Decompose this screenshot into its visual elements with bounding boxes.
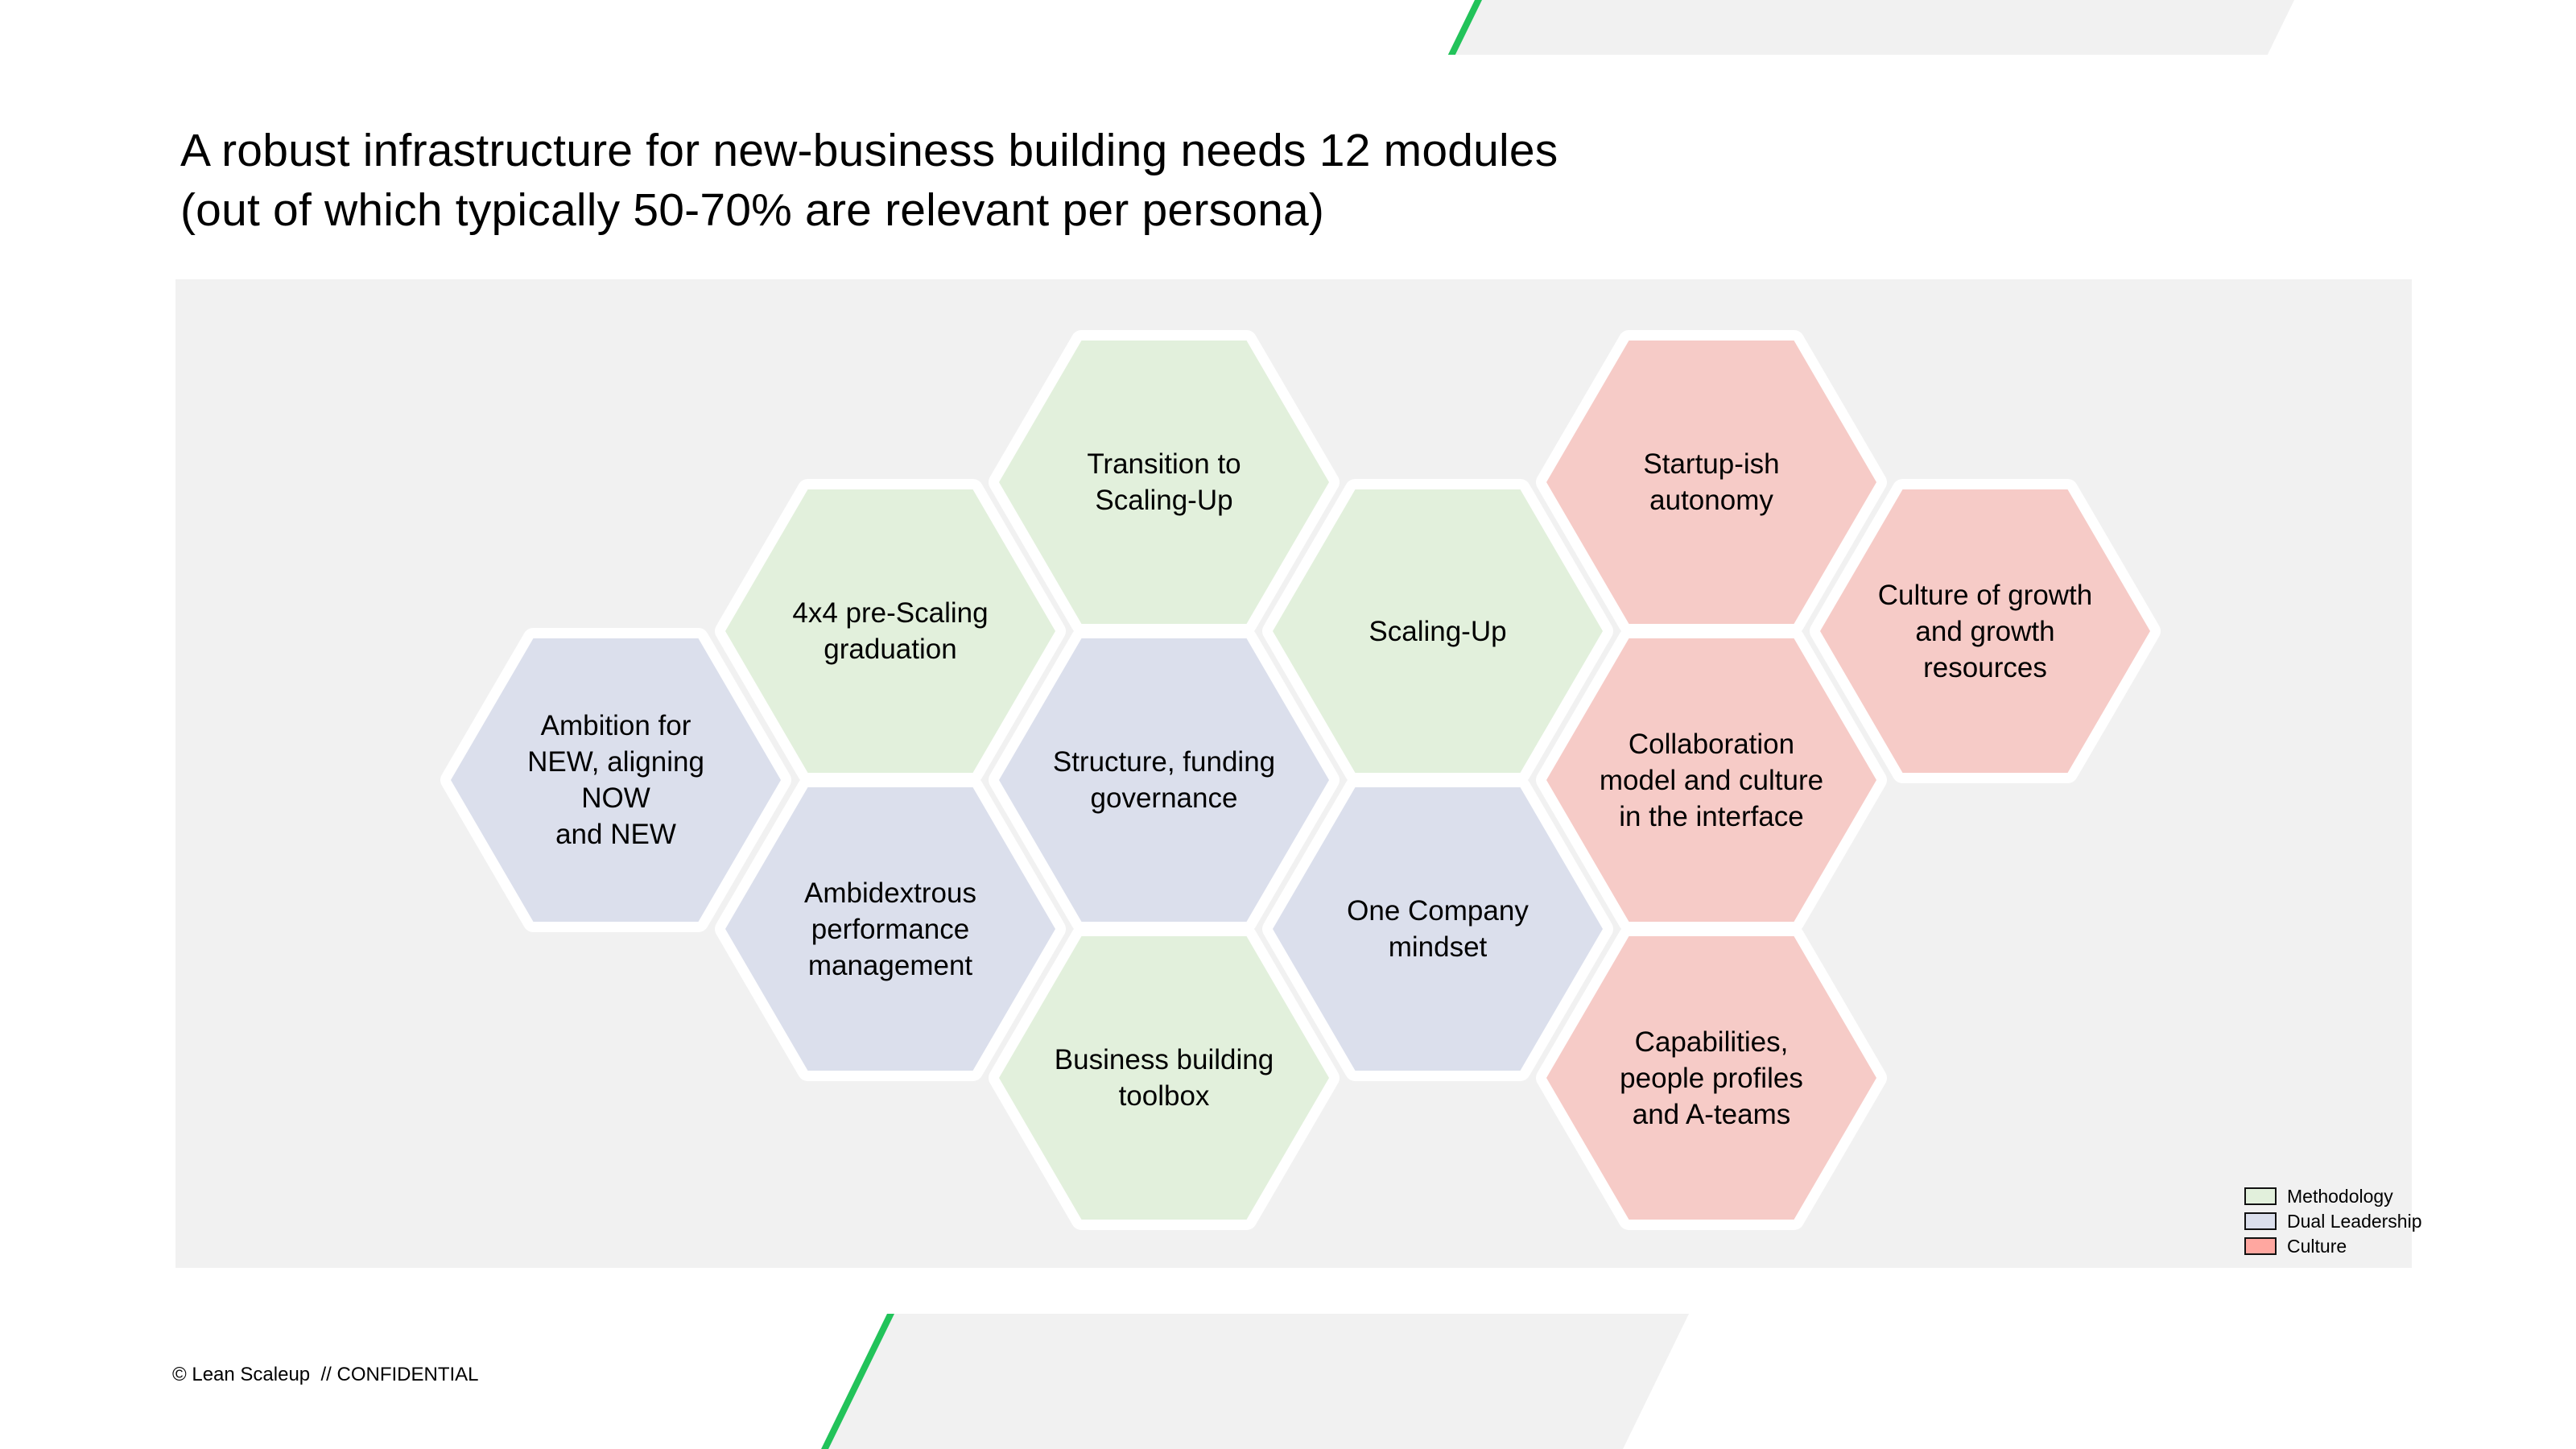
hexagon-label-culture-of-growth: Culture of growth and growth resources [1877,579,2093,683]
hexagon-ambition-for-new [440,628,791,932]
hexagon-label-business-building-toolbox: Business building toolbox [1054,1044,1274,1112]
hexagon-collaboration-model [1536,628,1887,932]
hexagon-label-scaling-up: Scaling-Up [1368,615,1507,647]
bottom-decorative-parallelogram [821,1314,1689,1449]
hexagon-one-company-mindset [1262,777,1613,1081]
hexagon-label-structure-funding: Structure, funding governance [1052,746,1276,814]
hexagon-structure-funding [989,628,1340,932]
hexagon-ambidextrous-performance [715,777,1066,1081]
title-line-2: (out of which typically 50-70% are relev… [180,184,1325,236]
footer-copyright: © Lean Scaleup // CONFIDENTIAL [172,1364,479,1385]
legend-label-methodology: Methodology [2287,1185,2393,1207]
hexagon-label-startup-ish-autonomy: Startup-ish autonomy [1643,448,1780,516]
hexagon-startup-ish-autonomy [1536,330,1887,634]
legend-item-methodology: Methodology [2244,1185,2422,1207]
hexagon-label-one-company-mindset: One Company mindset [1347,895,1529,963]
hexagon-label-transition-to-scaling-up: Transition to Scaling-Up [1087,448,1241,516]
legend-swatch-methodology [2244,1187,2277,1205]
legend-item-culture: Culture [2244,1235,2422,1257]
hexagon-business-building-toolbox [989,926,1340,1230]
hexagon-scaling-up [1262,479,1613,783]
slide-title: A robust infrastructure for new-business… [180,121,1558,240]
legend-label-dual-leadership: Dual Leadership [2287,1210,2422,1232]
hexagon-4x4-pre-scaling [715,479,1066,783]
legend-swatch-culture [2244,1237,2277,1255]
hexagon-label-collaboration-model: Collaboration model and culture in the i… [1599,728,1824,832]
legend-label-culture: Culture [2287,1235,2347,1257]
title-line-1: A robust infrastructure for new-business… [180,125,1558,176]
hexagon-label-4x4-pre-scaling: 4x4 pre-Scaling graduation [792,597,989,665]
hexagon-culture-of-growth [1810,479,2161,783]
hexagon-label-ambidextrous-performance: Ambidextrous performance management [804,877,976,981]
hexagon-label-ambition-for-new: Ambition for NEW, aligning NOW and NEW [527,710,704,850]
legend: Methodology Dual Leadership Culture [2244,1185,2422,1262]
hexagon-capabilities-a-teams [1536,926,1887,1230]
hexagon-label-capabilities-a-teams: Capabilities, people profiles and A-team… [1620,1026,1803,1130]
legend-swatch-dual-leadership [2244,1212,2277,1230]
legend-item-dual-leadership: Dual Leadership [2244,1210,2422,1232]
hexagon-transition-to-scaling-up [989,330,1340,634]
